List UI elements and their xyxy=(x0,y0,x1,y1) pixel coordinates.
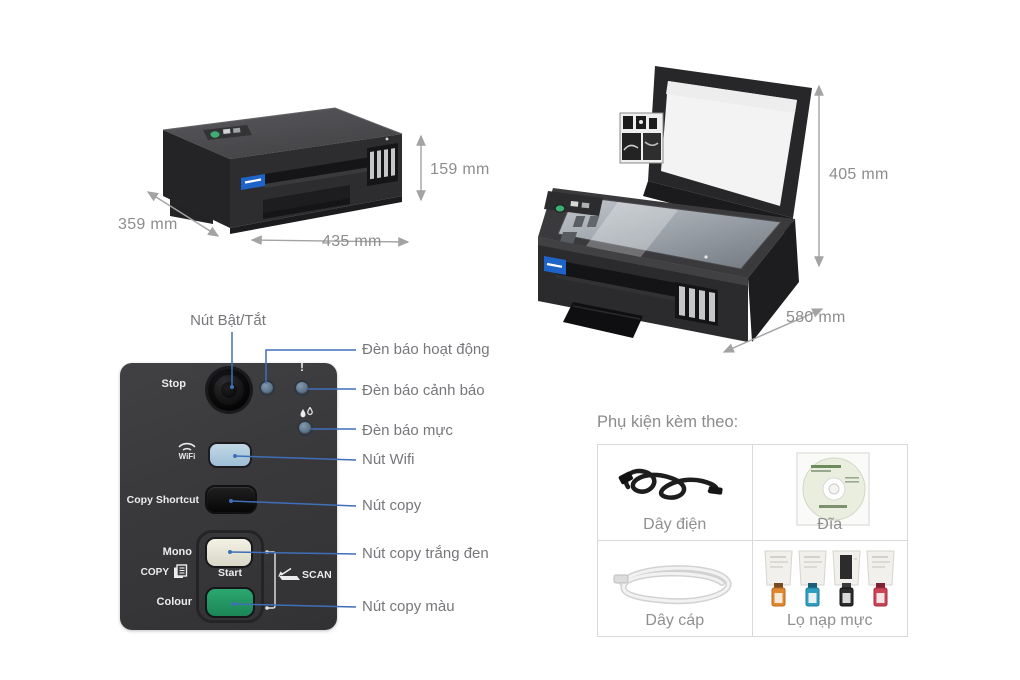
accessories-table: Dây điện Đĩa xyxy=(597,444,908,637)
closed-height-dimension: 159 mm xyxy=(430,161,490,178)
warning-led xyxy=(296,382,308,394)
width-arrow xyxy=(250,235,410,247)
callout-ink-label: Đèn báo mực xyxy=(362,422,453,439)
callout-copy-label: Nút copy xyxy=(362,497,422,514)
accessory-cell-disc: Đĩa xyxy=(752,445,907,541)
accessories-title: Phụ kiện kèm theo: xyxy=(597,413,739,431)
wifi-label: WiFi xyxy=(178,452,196,461)
printer-closed-top xyxy=(163,108,402,159)
mono-start-button xyxy=(205,537,253,568)
callout-wifi-label: Nút Wifi xyxy=(362,451,415,468)
scanner-icon xyxy=(278,567,300,580)
scan-label: SCAN xyxy=(302,569,332,581)
closed-width-dimension: 435 mm xyxy=(322,233,382,250)
closed-depth-dimension: 359 mm xyxy=(118,216,178,233)
control-panel: Stop ! WiFi Copy Shortcut Mono COPY S xyxy=(120,360,337,630)
printer-open-ink-window xyxy=(675,282,718,326)
printer-closed-ink-window xyxy=(367,143,398,186)
colour-label: Colour xyxy=(156,596,192,608)
open-width-arrow xyxy=(722,308,824,353)
ink-led xyxy=(299,422,311,434)
accessory-cell-ink-bottles: Lọ nạp mực xyxy=(753,541,908,637)
ink-bottles-image xyxy=(764,550,895,606)
stop-label: Stop xyxy=(161,378,186,390)
usb-cable-image xyxy=(613,564,732,604)
printer-open-lid-inner xyxy=(661,81,797,206)
wifi-button xyxy=(208,442,252,468)
start-label: Start xyxy=(218,567,242,579)
accessory-cell-power-cord: Dây điện xyxy=(598,445,753,541)
colour-start-button xyxy=(205,587,255,618)
power-button xyxy=(208,369,250,411)
open-width-dimension: 580 mm xyxy=(786,309,846,326)
open-height-dimension: 405 mm xyxy=(829,166,889,183)
exclamation-icon: ! xyxy=(300,360,304,374)
copy-shortcut-button xyxy=(205,485,257,514)
wifi-signal-icon xyxy=(178,442,196,451)
copy-document-icon xyxy=(174,564,188,578)
printer-closed-illustration xyxy=(146,107,426,247)
accessory-label: Đĩa xyxy=(817,515,843,533)
callout-colour-label: Nút copy màu xyxy=(362,598,455,615)
start-buttons-outline xyxy=(196,530,264,623)
accessory-label: Dây cáp xyxy=(645,612,705,629)
activity-led xyxy=(261,382,273,394)
ink-droplets-icon xyxy=(300,407,313,418)
mono-label: Mono xyxy=(162,546,192,558)
scanner-glass xyxy=(557,195,782,270)
printer-open-illustration xyxy=(538,66,824,353)
power-cord-image xyxy=(618,468,723,500)
copy-label: COPY xyxy=(140,567,169,578)
callout-mono-label: Nút copy trắng đen xyxy=(362,545,489,562)
disc-image xyxy=(796,452,870,526)
callout-power-label: Nút Bật/Tắt xyxy=(190,312,266,329)
accessory-label: Lọ nạp mực xyxy=(787,612,873,629)
copy-shortcut-label: Copy Shortcut xyxy=(126,494,199,506)
callout-warning-label: Đèn báo cảnh báo xyxy=(362,382,485,399)
test-print-card xyxy=(619,112,664,164)
callout-activity-label: Đèn báo hoạt động xyxy=(362,341,490,358)
depth-arrow xyxy=(146,191,220,237)
accessory-cell-usb-cable: Dây cáp xyxy=(598,540,753,636)
accessory-label: Dây điện xyxy=(643,515,707,533)
